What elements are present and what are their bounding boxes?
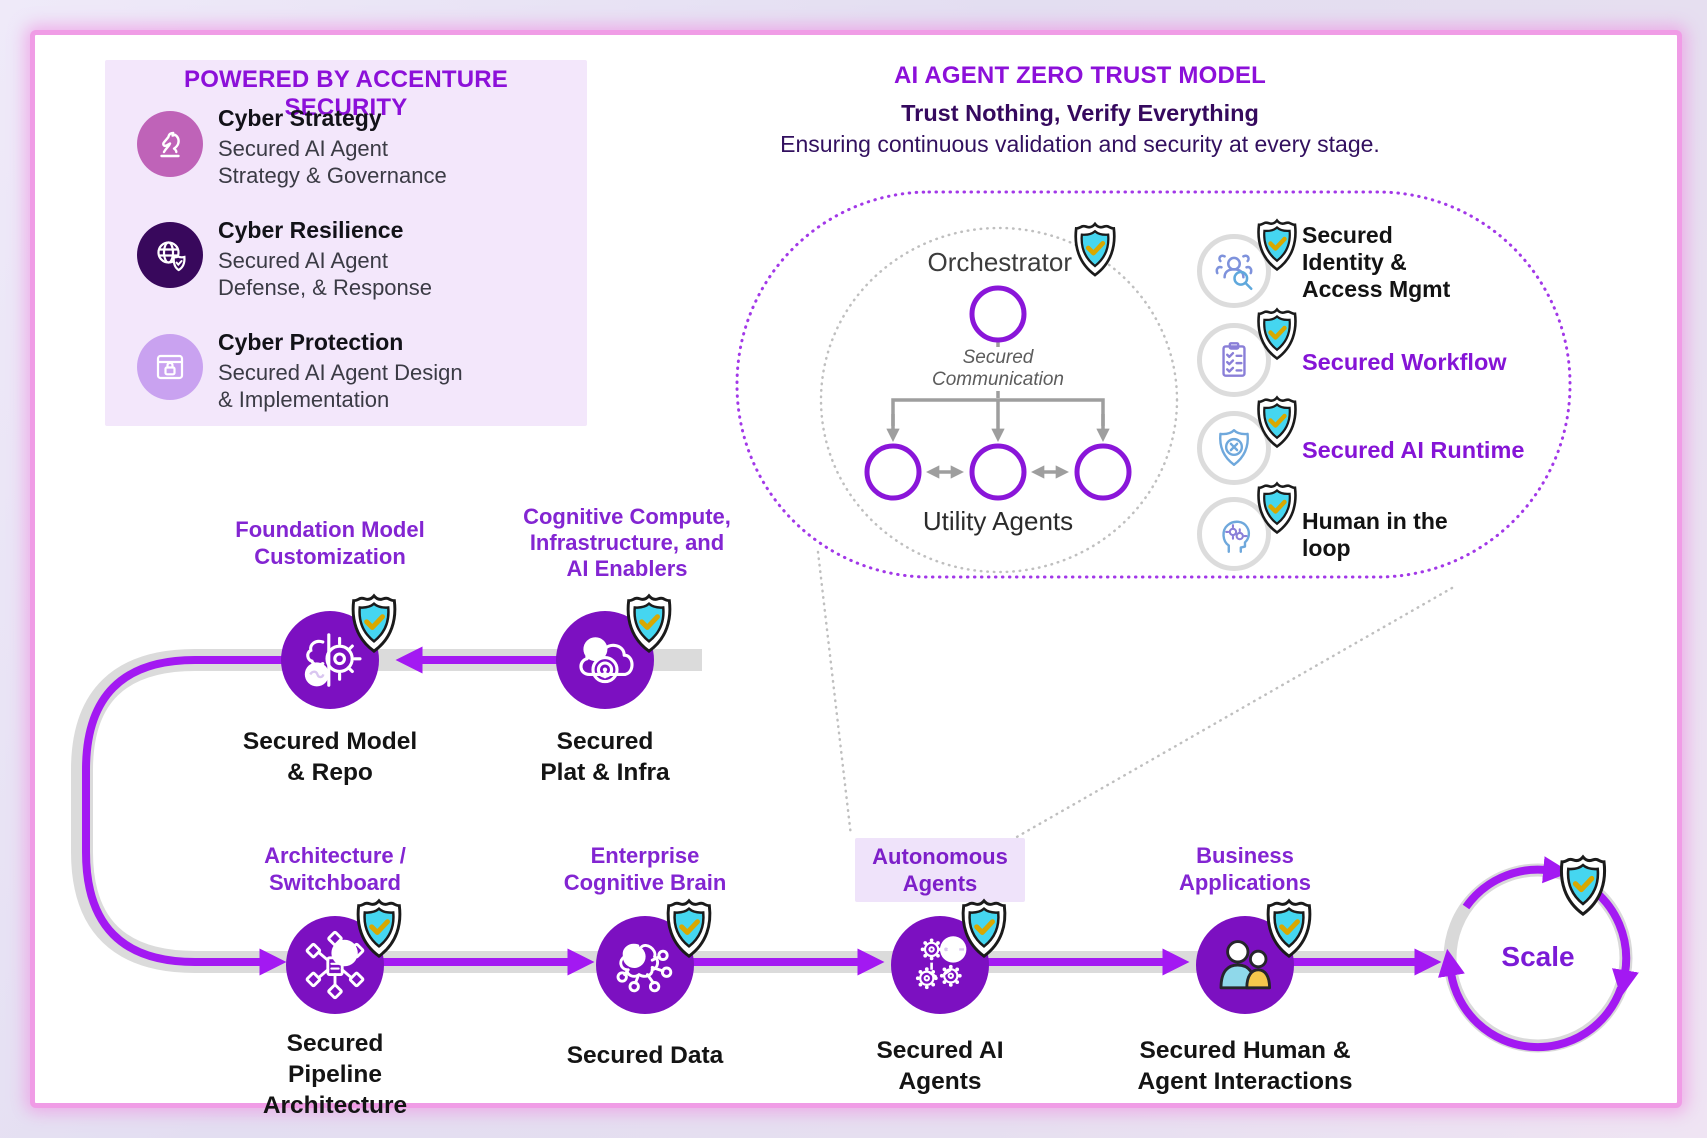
secured-human-agent-label: Secured Human & Agent Interactions bbox=[1137, 1037, 1353, 1095]
identity-access-label: Secured Identity & Access Mgmt bbox=[1302, 222, 1451, 302]
runtime-label: Secured AI Runtime bbox=[1302, 437, 1525, 463]
secured-data-node bbox=[596, 916, 694, 1014]
workflow-label: Secured Workflow bbox=[1302, 349, 1507, 375]
network-cubes-icon bbox=[305, 930, 365, 1000]
cyber-strategy-desc: Secured AI Agent Strategy & Governance bbox=[218, 136, 447, 188]
stage-enterprise-brain-label: Enterprise Cognitive Brain bbox=[563, 843, 727, 895]
browser-lock-icon bbox=[156, 354, 184, 380]
secured-human-agent-node bbox=[1196, 916, 1294, 1014]
brain-network-icon bbox=[616, 943, 673, 993]
runtime-circle bbox=[1197, 411, 1271, 485]
cyber-protection-title: Cyber Protection bbox=[218, 329, 404, 355]
people-icon bbox=[1219, 940, 1272, 990]
cyber-strategy-title: Cyber Strategy bbox=[218, 105, 382, 131]
chess-knight-icon bbox=[160, 131, 180, 158]
cloud-lock-icon bbox=[579, 637, 634, 684]
gear-cluster-icon bbox=[914, 936, 967, 991]
secured-plat-infra-node bbox=[556, 611, 654, 709]
stage-autonomous-agents-label: Autonomous Agents bbox=[872, 844, 1008, 896]
stage-architecture-label: Architecture / Switchboard bbox=[264, 843, 406, 895]
shield-x-icon bbox=[1219, 429, 1249, 466]
brain-gear-icon bbox=[304, 633, 362, 687]
secured-communication-label: Secured Communication bbox=[898, 347, 1098, 391]
cyber-protection-desc: Secured AI Agent Design & Implementation bbox=[218, 360, 463, 412]
secured-plat-infra-label: Secured Plat & Infra bbox=[540, 728, 670, 786]
cyber-strategy-item: Cyber Strategy Secured AI Agent Strategy… bbox=[218, 105, 447, 189]
identity-search-icon bbox=[1215, 254, 1253, 291]
workflow-circle bbox=[1197, 323, 1271, 397]
cyber-resilience-circle bbox=[137, 222, 203, 288]
secured-pipeline-label: Secured Pipeline Architecture bbox=[262, 1030, 408, 1119]
zero-trust-title: AI AGENT ZERO TRUST MODEL bbox=[893, 62, 1267, 89]
scale-label: Scale bbox=[1501, 941, 1575, 972]
head-cognition-icon bbox=[1222, 520, 1251, 553]
globe-shield-icon bbox=[157, 241, 186, 272]
secured-ai-agents-node bbox=[891, 916, 989, 1014]
orchestrator-label: Orchestrator bbox=[927, 247, 1073, 277]
cyber-resilience-title: Cyber Resilience bbox=[218, 217, 404, 243]
autonomous-agents-highlight: Autonomous Agents bbox=[855, 838, 1025, 902]
powered-by-title: POWERED BY ACCENTURE SECURITY bbox=[183, 66, 509, 121]
secured-model-repo-label: Secured Model & Repo bbox=[242, 728, 418, 786]
secured-data-label: Secured Data bbox=[566, 1042, 724, 1069]
identity-access-circle bbox=[1197, 234, 1271, 308]
stage-business-apps-label: Business Applications bbox=[1178, 843, 1311, 895]
cyber-resilience-item: Cyber Resilience Secured AI Agent Defens… bbox=[218, 217, 432, 301]
secured-model-repo-node bbox=[281, 611, 379, 709]
stage-foundation-label: Foundation Model Customization bbox=[235, 517, 425, 569]
cyber-strategy-circle bbox=[137, 111, 203, 177]
zero-trust-subtitle: Trust Nothing, Verify Everything bbox=[901, 100, 1259, 126]
secured-ai-agents-label: Secured AI Agents bbox=[876, 1037, 1004, 1095]
cyber-protection-circle bbox=[137, 334, 203, 400]
secured-pipeline-node bbox=[286, 916, 384, 1014]
stage-cognitive-compute-label: Cognitive Compute, Infrastructure, and A… bbox=[523, 504, 731, 581]
utility-agents-label: Utility Agents bbox=[922, 506, 1074, 536]
checklist-icon bbox=[1222, 342, 1246, 377]
cyber-resilience-desc: Secured AI Agent Defense, & Response bbox=[218, 248, 433, 300]
human-loop-circle bbox=[1197, 497, 1271, 571]
zero-trust-description: Ensuring continuous validation and secur… bbox=[780, 131, 1380, 157]
zero-trust-header: AI AGENT ZERO TRUST MODEL Trust Nothing,… bbox=[760, 62, 1400, 158]
cyber-protection-item: Cyber Protection Secured AI Agent Design… bbox=[218, 329, 463, 413]
human-loop-label: Human in the loop bbox=[1302, 508, 1448, 561]
